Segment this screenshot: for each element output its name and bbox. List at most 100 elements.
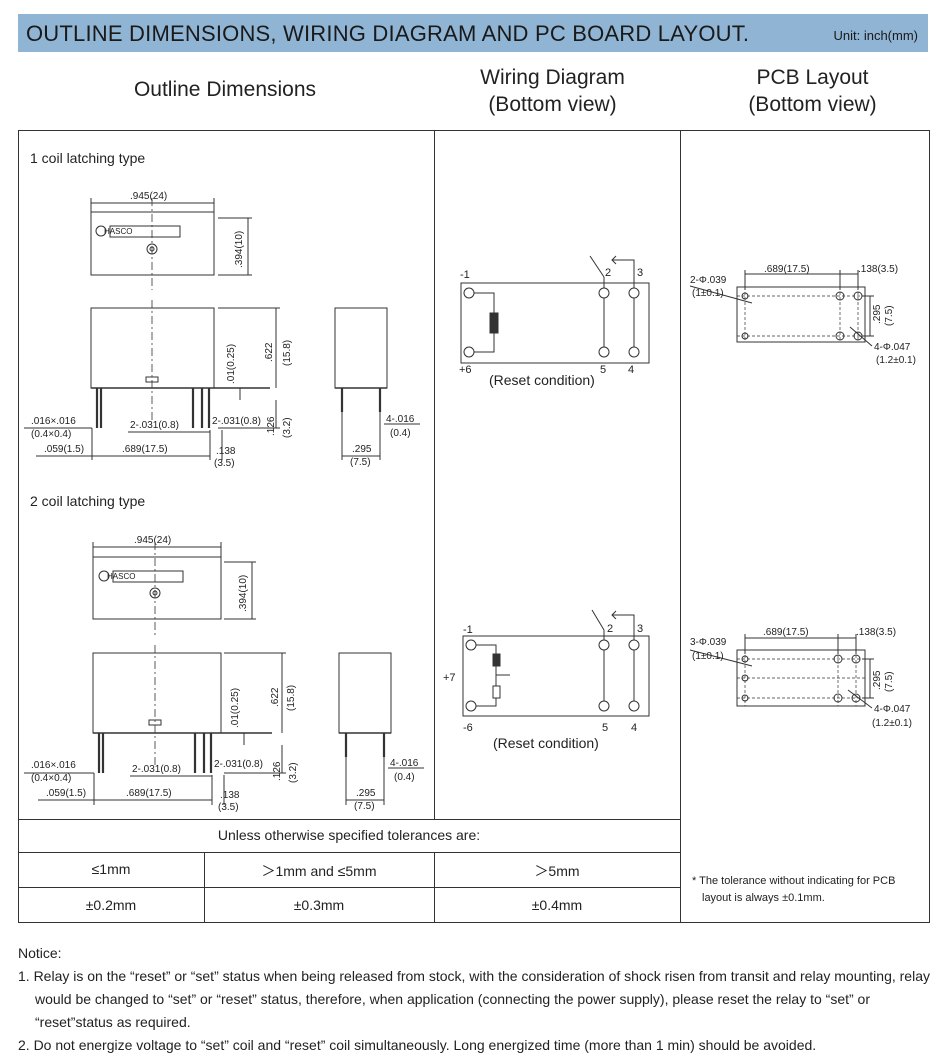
tolerance-value-2: ±0.3mm: [293, 897, 345, 913]
pcb2-pitch: .689(17.5): [763, 627, 809, 638]
dim-side-pin-mm-2coil: (0.4): [394, 772, 415, 783]
dim-pin-section-2coil: .016×.016: [31, 760, 76, 771]
dim-pin-pitch-a-2coil: 2-.031(0.8): [132, 764, 181, 775]
dim-side-w-mm-1coil: (7.5): [350, 457, 371, 468]
pcb2-hole2-mm: (1.2±0.1): [872, 718, 912, 729]
wiring2-pin5: 5: [602, 722, 608, 734]
notice-item-2: 2. Do not energize voltage to “set” coil…: [18, 1037, 817, 1053]
notice-item-1: 1. Relay is on the “reset” or “set” stat…: [18, 968, 930, 1030]
pcb2-span: .295: [872, 670, 883, 690]
pcb1-span-mm: (7.5): [884, 305, 895, 326]
pcb-tolerance-note: * The tolerance without indicating for P…: [692, 873, 922, 907]
notice-block: Notice: 1. Relay is on the “reset” or “s…: [18, 942, 932, 1057]
tolerance-heading: Unless otherwise specified tolerances ar…: [217, 827, 481, 843]
pcb-note-line2: layout is always ±0.1mm.: [702, 892, 825, 904]
pcb-note-line1: * The tolerance without indicating for P…: [692, 875, 896, 887]
dim-pitch-2coil: .689(17.5): [126, 788, 172, 799]
dim-height-mm-1coil: (15.8): [282, 340, 293, 366]
dim-pin-pitch-a-1coil: 2-.031(0.8): [130, 420, 179, 431]
spec-grid: [18, 130, 930, 923]
wiring-heading-line2: (Bottom view): [488, 93, 617, 116]
wiring1-pin2: 2: [605, 267, 611, 279]
dim-side-w-1coil: .295: [352, 444, 372, 455]
dim-depth-2coil: .394(10): [238, 575, 249, 612]
dim-side-w-mm-2coil: (7.5): [354, 801, 375, 812]
dim-side-w-2coil: .295: [356, 788, 376, 799]
pcb1-hole1-mm: (1±0.1): [692, 288, 724, 299]
grid-rule-table-head: [18, 852, 680, 853]
wiring-heading-line1: Wiring Diagram: [480, 66, 625, 89]
pcb2-hole1: 3-Φ.039: [690, 637, 727, 648]
section-label-2coil: 2 coil latching type: [30, 493, 146, 509]
grid-divider-2: [680, 130, 681, 923]
grid-divider-1: [434, 130, 435, 820]
wiring1-pin1: -1: [460, 269, 470, 281]
dim-edge-1coil: .059(1.5): [44, 444, 84, 455]
wiring1-reset-label: (Reset condition): [489, 372, 595, 388]
pcb1-hole1: 2-Φ.039: [690, 275, 727, 286]
pcb1-hole2: 4-Φ.047: [874, 342, 911, 353]
pcb2-span-mm: (7.5): [884, 671, 895, 692]
dim-pin-len-1coil: .126: [266, 416, 277, 436]
dim-pitch-1coil: .689(17.5): [122, 444, 168, 455]
dim-pitch2-2coil: .138: [220, 790, 240, 801]
pcb-heading-line1: PCB Layout: [756, 66, 869, 89]
dim-edge-2coil: .059(1.5): [46, 788, 86, 799]
pcb1-span: .295: [872, 304, 883, 324]
pcb-heading: PCB Layout (Bottom view): [700, 64, 925, 118]
dim-pin-section-1coil: .016×.016: [31, 416, 76, 427]
table-col-divider-1: [204, 852, 205, 923]
dim-height-1coil: .622: [264, 342, 275, 362]
wiring2-pin1: -1: [463, 624, 473, 636]
wiring2-reset-label: (Reset condition): [493, 735, 599, 751]
page-title: OUTLINE DIMENSIONS, WIRING DIAGRAM AND P…: [26, 21, 750, 46]
wiring2-pin7: +7: [443, 672, 456, 684]
dim-pitch2-mm-1coil: (3.5): [214, 458, 235, 469]
grid-rule-table-top: [18, 819, 680, 820]
tolerance-range-1: ≤1mm: [91, 861, 131, 877]
dim-width-2coil: .945(24): [134, 535, 171, 546]
pcb-heading-line2: (Bottom view): [748, 93, 877, 116]
unit-label: Unit: inch(mm): [833, 28, 918, 43]
dim-pin-top-2coil: .01(0.25): [230, 688, 241, 728]
dim-width-1coil: .945(24): [130, 191, 167, 202]
dim-pin-section-mm-2coil: (0.4×0.4): [31, 773, 71, 784]
notice-title: Notice:: [18, 945, 62, 961]
header-banner: OUTLINE DIMENSIONS, WIRING DIAGRAM AND P…: [18, 14, 928, 52]
dim-side-pin-mm-1coil: (0.4): [390, 428, 411, 439]
wiring2-pin2: 2: [607, 623, 613, 635]
dim-pin-pitch-b-2coil: 2-.031(0.8): [214, 759, 263, 770]
dim-pin-top-1coil: .01(0.25): [226, 344, 237, 384]
wiring2-pin6: -6: [463, 722, 473, 734]
pcb2-hole2: 4-Φ.047: [874, 704, 911, 715]
grid-rule-table-mid: [18, 887, 680, 888]
wiring2-pin3: 3: [637, 623, 643, 635]
dim-pin-section-mm-1coil: (0.4×0.4): [31, 429, 71, 440]
dim-pin-pitch-b-1coil: 2-.031(0.8): [212, 416, 261, 427]
pcb1-pitch2: .138(3.5): [858, 264, 898, 275]
dim-pin-len-mm-1coil: (3.2): [282, 417, 293, 438]
section-label-1coil: 1 coil latching type: [30, 150, 146, 166]
wiring2-pin4: 4: [631, 722, 637, 734]
dim-height-mm-2coil: (15.8): [286, 685, 297, 711]
wiring1-pin6: +6: [459, 364, 472, 376]
wiring1-pin4: 4: [628, 364, 634, 376]
pcb2-hole1-mm: (1±0.1): [692, 651, 724, 662]
dim-pin-len-2coil: .126: [272, 761, 283, 781]
wiring-heading: Wiring Diagram (Bottom view): [440, 64, 665, 118]
wiring1-pin3: 3: [637, 267, 643, 279]
pcb1-hole2-mm: (1.2±0.1): [876, 355, 916, 366]
tolerance-range-2: ＞1mm and ≤5mm: [261, 863, 377, 879]
wiring1-pin5: 5: [600, 364, 606, 376]
tolerance-range-3: ＞5mm: [534, 863, 580, 879]
dim-pitch2-1coil: .138: [216, 446, 236, 457]
table-col-divider-2: [434, 852, 435, 923]
brand-logo-1coil: HASCO: [104, 227, 132, 236]
brand-logo-2coil: HASCO: [107, 572, 135, 581]
